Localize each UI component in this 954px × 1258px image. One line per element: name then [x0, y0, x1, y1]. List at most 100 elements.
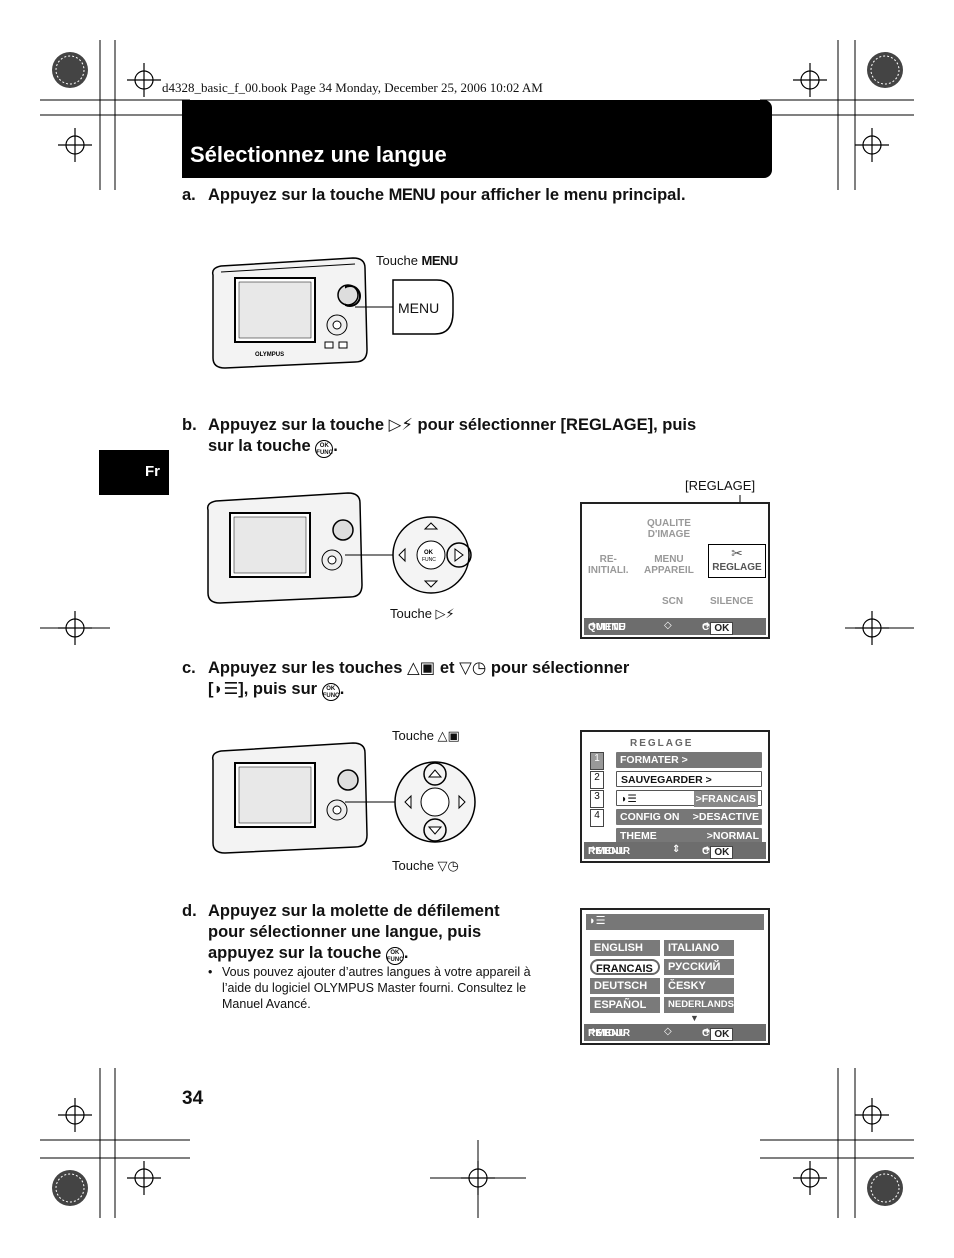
step-b-line1b: pour sélectionner [REGLAGE], puis — [417, 416, 697, 434]
screen-b-menu-label: MENU — [596, 622, 626, 633]
right-flash-icon-caption: ▷⚡ — [435, 606, 455, 621]
screen-d-menu-label: MENU — [596, 1028, 626, 1039]
row-theme-name: THEME — [620, 830, 657, 842]
screen-d-bottom-bar: RETOUR➜MENU ◇ CONF➜OK — [584, 1024, 766, 1041]
touche-right-caption: Touche ▷⚡ — [390, 606, 455, 622]
row-theme[interactable]: THEME>NORMAL — [616, 828, 762, 844]
lang-deutsch[interactable]: DEUTSCH — [590, 978, 660, 994]
touche-up-caption: Touche △▣ — [392, 728, 460, 744]
step-a-label: a. — [182, 186, 196, 204]
step-b-line2: sur la touche — [208, 437, 311, 455]
step-c-et: et — [439, 659, 455, 677]
row-config-on[interactable]: CONFIG ON >DESACTIVE — [616, 809, 762, 825]
row-config-on-name: CONFIG ON — [620, 811, 680, 823]
row-formater-value: > — [681, 754, 688, 766]
menu-caption-word: MENU — [421, 253, 459, 268]
tab-1[interactable]: 1 — [590, 752, 604, 770]
lang-nederlands[interactable]: NEDERLANDS — [664, 997, 734, 1013]
language-tab: Fr — [99, 450, 169, 495]
ok-icon-c-bottom: FUNC — [322, 693, 340, 699]
reglage-label: REGLAGE — [712, 562, 762, 573]
camera-illustration-a: OLYMPUS — [211, 257, 368, 369]
row-language-icon: ◗☰ — [621, 793, 637, 805]
touche-up-label: Touche — [392, 728, 434, 743]
screen-c-ok-badge: OK — [710, 846, 734, 859]
row-language[interactable]: ◗☰>FRANCAIS — [616, 790, 762, 807]
step-d-text: Appuyez sur la molette de défilement pour… — [208, 901, 500, 965]
camera-brand: OLYMPUS — [255, 352, 284, 358]
reinit-line2: INITIALI. — [588, 565, 629, 576]
row-formater[interactable]: FORMATER > — [616, 752, 762, 768]
menu-reglage[interactable]: ✂ REGLAGE — [708, 544, 766, 578]
screen-c-nav-icon: ⇕ — [672, 844, 681, 855]
step-d-line3: appuyez sur la touche — [208, 944, 382, 962]
touche-right-label: Touche — [390, 606, 432, 621]
note-line-2: l’aide du logiciel OLYMPUS Master fourni… — [222, 981, 527, 995]
step-c-line2: ], puis sur — [238, 680, 318, 698]
step-c-text: Appuyez sur les touches △▣ et ▽◷ pour sé… — [208, 659, 630, 701]
screen-b-quitte: QUITTE➜MENU — [588, 620, 626, 633]
screen-d-nav-icon: ◇ — [664, 1026, 672, 1037]
tab-2[interactable]: 2 — [590, 771, 604, 789]
screen-reglage-menu: REGLAGE 1 2 3 4 FORMATER > SAUVEGARDER >… — [580, 730, 770, 863]
dpad-func-text: FUNC — [422, 557, 436, 563]
menu-button-text: MENU — [398, 300, 440, 316]
step-b-end: . — [333, 437, 338, 455]
lang-english[interactable]: ENGLISH — [590, 940, 660, 956]
step-b: b. Appuyez sur la touche ▷⚡ pour sélecti… — [182, 415, 782, 459]
scroll-down-icon: ▼ — [690, 1013, 699, 1023]
step-c-label: c. — [182, 659, 196, 677]
down-timer-icon: ▽◷ — [459, 659, 487, 677]
row-sauvegarder[interactable]: SAUVEGARDER > — [616, 771, 762, 787]
touche-down-label: Touche — [392, 858, 434, 873]
screen-d-retour-label: RETOUR — [588, 1028, 631, 1039]
lang-espanol[interactable]: ESPAÑOL — [590, 997, 660, 1013]
title-bar: Sélectionnez une langue — [182, 100, 772, 178]
reglage-tools-icon: ✂ — [731, 545, 743, 561]
tab-4[interactable]: 4 — [590, 809, 604, 827]
step-d-label: d. — [182, 902, 197, 920]
screen-c-menu-label: MENU — [596, 846, 626, 857]
ok-icon-bottom: FUNC — [316, 450, 333, 456]
step-d-line2: pour sélectionner une langue, puis — [208, 923, 482, 941]
lang-italiano[interactable]: ITALIANO — [664, 940, 734, 956]
step-d-end: . — [403, 944, 409, 962]
lang-czech[interactable]: ČESKY — [664, 978, 734, 994]
screen-d-retour: RETOUR➜MENU — [588, 1026, 631, 1039]
ok-icon-top: OK — [319, 443, 329, 449]
qualite-line2: D'IMAGE — [647, 529, 691, 540]
step-d-line1: Appuyez sur la molette de défilement — [208, 902, 500, 920]
language-tab-label: Fr — [145, 463, 160, 480]
arrow-pad-b: OK FUNC — [345, 516, 472, 594]
menu-scn[interactable]: SCN — [662, 596, 684, 607]
step-a-text-after: pour afficher le menu principal. — [439, 186, 686, 204]
row-sauvegarder-value: > — [705, 774, 712, 786]
screen-language-select: ◗☰ ENGLISH FRANCAIS DEUTSCH ESPAÑOL ITAL… — [580, 908, 770, 1045]
camera-illustration-b — [206, 492, 363, 604]
step-a-text-before: Appuyez sur la touche — [208, 186, 385, 204]
step-c-end: . — [339, 680, 345, 698]
screen-d-conf: CONF➜OK — [702, 1026, 734, 1041]
lang-francais[interactable]: FRANCAIS — [590, 959, 660, 975]
reglage-header: REGLAGE — [630, 738, 694, 749]
screen-b-conf: CONF➜OK — [702, 620, 734, 635]
menu-reinit[interactable]: RE-INITIALI. — [588, 554, 629, 576]
menu-silence[interactable]: SILENCE — [710, 596, 754, 607]
screen-c-retour-label: RETOUR — [588, 846, 631, 857]
step-c: c. Appuyez sur les touches △▣ et ▽◷ pour… — [182, 658, 782, 702]
screen-b-ok-badge: OK — [710, 622, 734, 635]
step-b-text: Appuyez sur la touche ▷⚡ pour sélectionn… — [208, 415, 696, 458]
tab-3[interactable]: 3 — [590, 790, 604, 808]
page-title: Sélectionnez une langue — [190, 142, 447, 167]
row-config-on-value: >DESACTIVE — [692, 811, 759, 823]
step-d: d. Appuyez sur la molette de défilement p… — [182, 901, 562, 967]
step-c-line1a: Appuyez sur les touches — [208, 659, 403, 677]
reinit-line1: RE- — [599, 554, 617, 565]
step-a: a. Appuyez sur la touche MENU pour affic… — [182, 185, 782, 207]
lang-russian[interactable]: РУССКИЙ — [664, 959, 734, 975]
